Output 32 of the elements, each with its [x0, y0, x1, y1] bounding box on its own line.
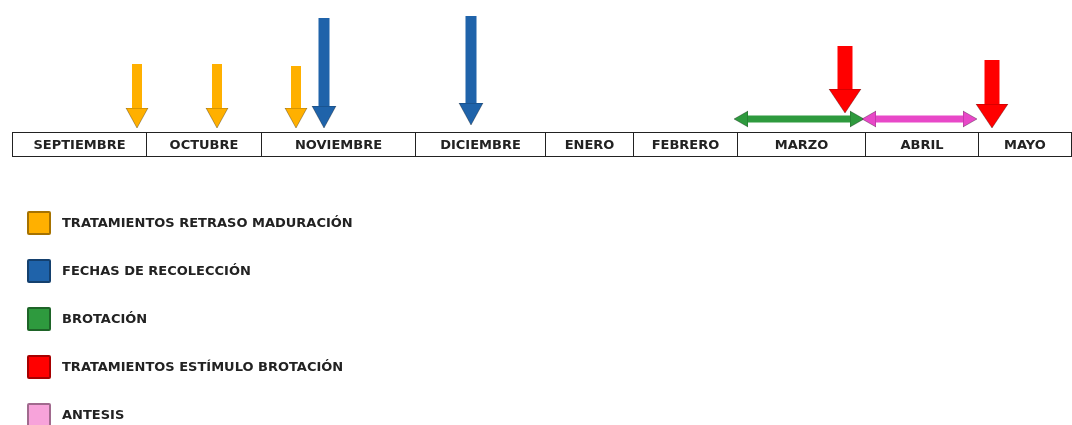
month-cell [261, 132, 416, 157]
month-name: MAYO [1004, 137, 1046, 152]
month-cell [737, 132, 866, 157]
legend-label: BROTACIÓN [62, 311, 148, 326]
month-name: NOVIEMBRE [294, 137, 383, 152]
month-cell [978, 132, 1072, 157]
month-name: FEBRERO [651, 137, 720, 152]
range-arrow [861, 110, 978, 128]
down-arrow [311, 18, 337, 129]
legend-label: FECHAS DE RECOLECCIÓN [62, 263, 251, 278]
down-arrow [975, 60, 1009, 129]
down-arrow [828, 46, 862, 114]
month-cell [12, 132, 147, 157]
month-cell [545, 132, 634, 157]
legend-label: TRATAMIENTOS ESTÍMULO BROTACIÓN [62, 359, 344, 374]
month-name: OCTUBRE [169, 137, 239, 152]
month-name: ENERO [564, 137, 615, 152]
legend-label: TRATAMIENTOS RETRASO MADURACIÓN [62, 215, 353, 230]
month-name: ABRIL [900, 137, 944, 152]
down-arrow [284, 66, 308, 129]
down-arrow [205, 64, 229, 129]
month-cell [865, 132, 979, 157]
down-arrow [458, 16, 484, 126]
month-name: SEPTIEMBRE [33, 137, 126, 152]
month-cell [415, 132, 546, 157]
range-arrow [733, 110, 865, 128]
month-cell [633, 132, 738, 157]
month-cell [146, 132, 262, 157]
down-arrow [125, 64, 149, 129]
month-name: DICIEMBRE [440, 137, 521, 152]
legend-label: ANTESIS [62, 407, 125, 422]
month-name: MARZO [774, 137, 829, 152]
